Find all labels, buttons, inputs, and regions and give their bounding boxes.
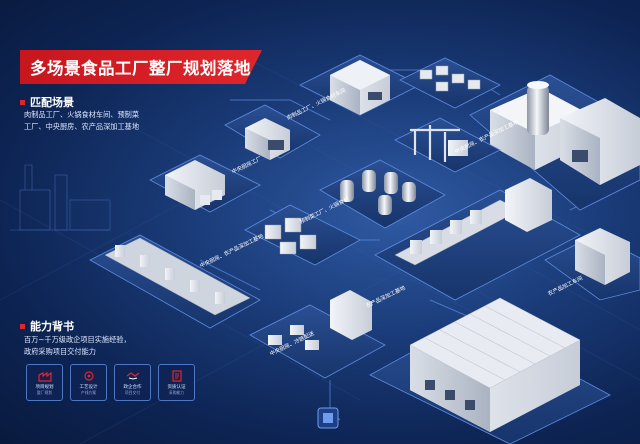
capability-sub: 整厂规划	[36, 389, 53, 395]
match-line: 肉制品工厂、火锅食材车间、预制菜	[24, 110, 140, 119]
capability-label: 项目规划	[35, 384, 54, 390]
capability-line: 政府采购项目交付能力	[24, 347, 96, 356]
capability-label: 工艺设计	[79, 384, 98, 390]
red-bullet-mark	[20, 99, 25, 105]
title-banner: 多场景食品工厂整厂规划落地	[20, 50, 262, 84]
document-icon	[171, 369, 182, 382]
capability-label: 政企合作	[123, 384, 142, 390]
red-bullet-mark	[20, 323, 25, 329]
match-line: 工厂、中央厨房、农产品深加工基地	[24, 122, 140, 131]
capability-icons: 项目规划 整厂规划 工艺设计 产线方案 政企合作 项目交付 资质认证 采购能力	[26, 364, 195, 401]
handshake-icon	[126, 371, 139, 380]
capability-item: 工艺设计 产线方案	[70, 364, 107, 401]
factory-icon	[37, 371, 52, 382]
match-heading: 匹配场景	[30, 96, 74, 109]
match-section-text: 肉制品工厂、火锅食材车间、预制菜 工厂、中央厨房、农产品深加工基地	[24, 109, 139, 133]
capability-item: 政企合作 项目交付	[114, 364, 151, 401]
capability-line: 百万~千万级政企项目实施经验，	[24, 335, 131, 344]
process-icon	[83, 370, 94, 381]
capability-section-text: 百万~千万级政企项目实施经验， 政府采购项目交付能力	[24, 334, 131, 358]
match-section-heading: 匹配场景	[20, 94, 74, 110]
capability-item: 资质认证 采购能力	[158, 364, 195, 401]
capability-section-heading: 能力背书	[20, 318, 74, 334]
page-title: 多场景食品工厂整厂规划落地	[30, 59, 251, 78]
capability-sub: 产线方案	[80, 389, 97, 395]
capability-item: 项目规划 整厂规划	[26, 364, 63, 401]
capability-sub: 采购能力	[168, 389, 185, 395]
capability-heading: 能力背书	[30, 320, 74, 333]
capability-label: 资质认证	[167, 384, 186, 390]
capability-sub: 项目交付	[124, 389, 141, 395]
